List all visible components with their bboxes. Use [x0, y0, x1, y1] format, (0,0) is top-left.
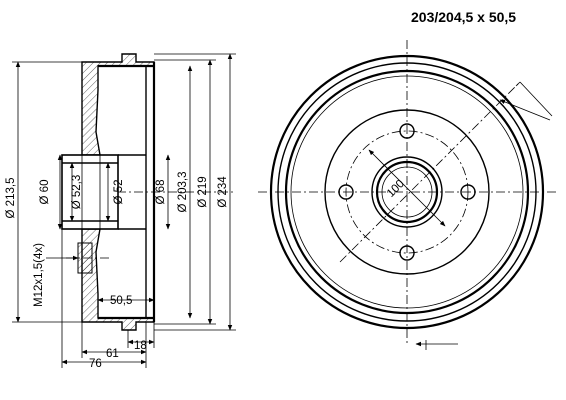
label-d203-3: Ø 203,3: [177, 172, 189, 213]
diagram-title: 203/204,5 x 50,5: [411, 9, 516, 25]
label-width-50-5: 50,5: [110, 295, 132, 307]
label-d213-5: Ø 213,5: [5, 178, 17, 219]
label-d60: Ø 60: [39, 180, 51, 205]
label-width-61: 61: [106, 348, 119, 360]
label-d68: Ø 68: [155, 180, 167, 205]
label-width-76: 76: [89, 358, 102, 370]
section-top: [81, 53, 155, 156]
label-d52: Ø 52: [113, 180, 125, 205]
diameter-dimensions: [12, 53, 236, 331]
width-dimensions: [61, 229, 155, 368]
drum-front-view: 100: [258, 40, 556, 350]
section-bottom: [81, 228, 155, 331]
drum-section-view: Ø 213,5 Ø 60 Ø 52,3 Ø 52 Ø 68 Ø 203,3 Ø …: [5, 53, 236, 370]
label-d234: Ø 234: [217, 176, 229, 208]
label-d52-3: Ø 52,3: [71, 175, 83, 210]
label-thread: M12x1,5(4x): [33, 243, 45, 307]
label-d219: Ø 219: [197, 176, 209, 207]
label-pcd-100: 100: [385, 178, 407, 200]
label-flange-18: 18: [134, 340, 147, 352]
